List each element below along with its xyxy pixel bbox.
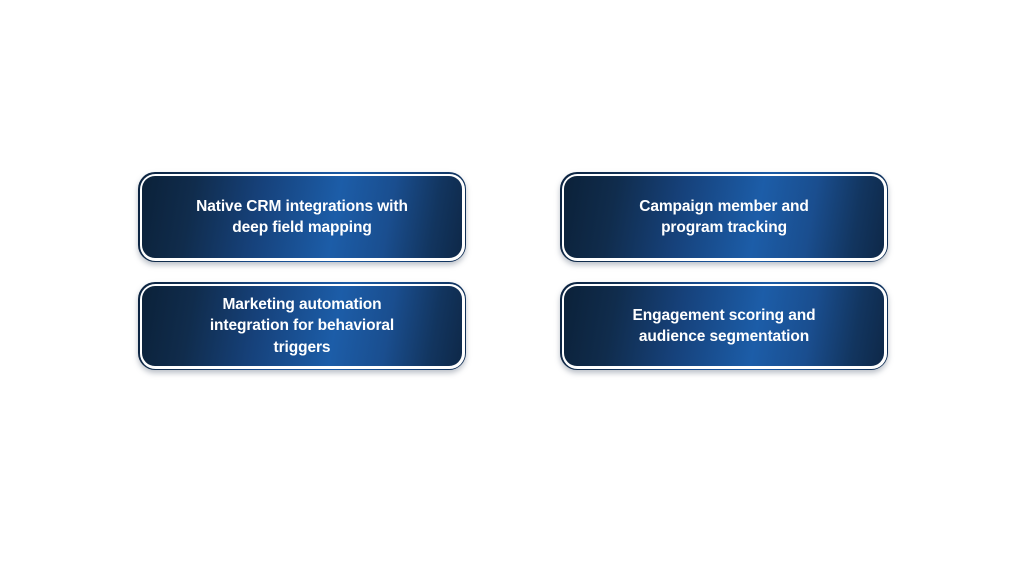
capability-box-label: Native CRM integrations with deep field …: [196, 197, 408, 236]
capability-box-label: Engagement scoring and audience segmenta…: [632, 306, 816, 345]
capability-box-label: Campaign member and program tracking: [639, 197, 809, 236]
capability-box-inner: Native CRM integrations with deep field …: [142, 176, 462, 258]
capability-box-native-crm-integrations[interactable]: Native CRM integrations with deep field …: [138, 172, 466, 262]
capability-box-inner: Campaign member and program tracking: [564, 176, 884, 258]
capability-box-marketing-automation-integration[interactable]: Marketing automation integration for beh…: [138, 282, 466, 370]
capability-box-grid: Native CRM integrations with deep field …: [138, 172, 888, 370]
capability-box-inner: Engagement scoring and audience segmenta…: [564, 286, 884, 366]
capability-box-campaign-member-tracking[interactable]: Campaign member and program tracking: [560, 172, 888, 262]
capability-box-engagement-scoring-segmentation[interactable]: Engagement scoring and audience segmenta…: [560, 282, 888, 370]
capability-box-label: Marketing automation integration for beh…: [209, 296, 395, 356]
capability-box-inner: Marketing automation integration for beh…: [142, 286, 462, 366]
